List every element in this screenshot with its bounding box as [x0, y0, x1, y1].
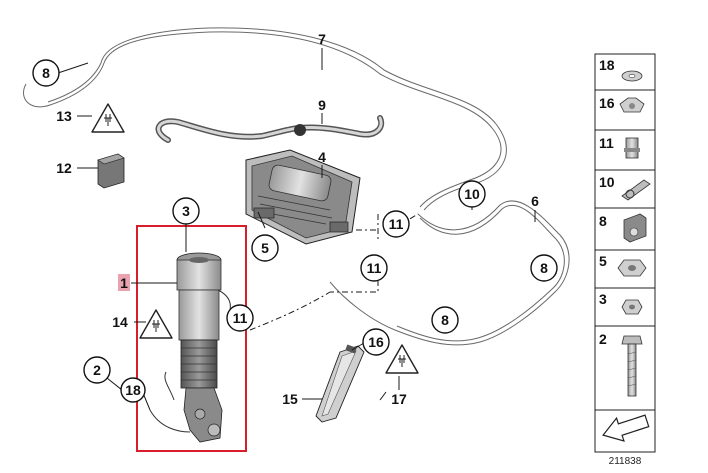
svg-text:11: 11 — [599, 135, 614, 151]
legend-item-bracket: 8 — [599, 213, 647, 243]
svg-text:5: 5 — [599, 253, 607, 269]
legend-item-washer: 18 — [599, 57, 643, 82]
compressor-unit-4 — [245, 149, 361, 245]
svg-text:8: 8 — [441, 312, 449, 328]
svg-text:2: 2 — [93, 362, 101, 378]
svg-text:8: 8 — [599, 213, 607, 229]
svg-text:11: 11 — [367, 260, 382, 276]
callout-6: 6 — [531, 193, 539, 209]
air-line-8 — [329, 200, 570, 346]
svg-text:5: 5 — [261, 240, 269, 256]
svg-text:1: 1 — [120, 275, 128, 291]
callout-10: 10 — [458, 180, 486, 208]
callout-13: 13 — [56, 108, 72, 124]
callout-18: 18 — [120, 377, 146, 403]
callout-9: 9 — [318, 97, 326, 113]
svg-text:10: 10 — [464, 186, 480, 202]
svg-text:3: 3 — [182, 203, 190, 219]
legend-panel: 18 16 11 10 8 5 3 — [594, 53, 656, 453]
warning-triangle-17 — [385, 344, 419, 374]
svg-text:2: 2 — [599, 331, 607, 347]
legend-item-clip-nut: 16 — [599, 95, 645, 113]
svg-text:16: 16 — [368, 334, 384, 350]
callout-14: 14 — [112, 314, 128, 330]
callout-5: 5 — [251, 234, 279, 262]
reference-code: 211838 — [609, 456, 642, 467]
svg-text:8: 8 — [42, 65, 50, 81]
pipe-9 — [155, 115, 385, 143]
relay-12 — [97, 153, 125, 189]
svg-text:3: 3 — [599, 291, 607, 307]
air-spring-strut-1 — [149, 252, 231, 443]
callout-7: 7 — [318, 31, 326, 47]
svg-text:18: 18 — [125, 382, 141, 398]
legend-item-connector: 11 — [599, 135, 640, 159]
legend-arrow-icon — [602, 414, 650, 442]
callout-2: 2 — [83, 356, 111, 384]
legend-item-bolt: 2 — [599, 331, 643, 397]
callout-11-a: 11 — [382, 210, 410, 238]
callout-12: 12 — [56, 160, 72, 176]
legend-item-nut: 5 — [599, 253, 647, 277]
control-unit-15 — [315, 344, 365, 423]
svg-text:11: 11 — [389, 216, 404, 232]
callout-8-top-left: 8 — [32, 59, 60, 87]
callout-11-b: 11 — [360, 254, 388, 282]
callout-1: 1 — [118, 274, 130, 291]
svg-text:10: 10 — [599, 174, 615, 190]
callout-4: 4 — [318, 149, 326, 165]
callout-11-c: 11 — [226, 304, 254, 332]
callout-15: 15 — [282, 391, 298, 407]
warning-triangle-14 — [139, 309, 173, 339]
highlight-frame — [136, 225, 247, 452]
svg-text:11: 11 — [233, 310, 248, 326]
svg-text:18: 18 — [599, 57, 615, 73]
callout-3: 3 — [172, 197, 200, 225]
svg-text:16: 16 — [599, 95, 615, 111]
warning-triangle-13 — [91, 103, 125, 133]
legend-item-clamp: 10 — [599, 174, 651, 201]
svg-text:8: 8 — [540, 260, 548, 276]
callout-8-bottom: 8 — [431, 306, 459, 334]
callout-16: 16 — [362, 328, 390, 356]
callout-17: 17 — [391, 391, 407, 407]
callout-8-right: 8 — [530, 254, 558, 282]
legend-item-hex-nut: 3 — [599, 291, 643, 315]
